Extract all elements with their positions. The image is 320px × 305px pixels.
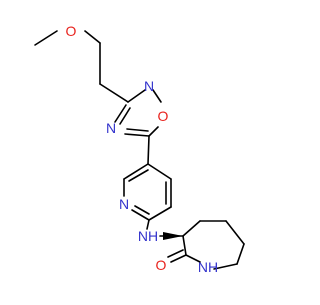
stereo-wedge bbox=[163, 232, 183, 240]
bond-py-c3-c2 bbox=[148, 206, 172, 221]
bond-py-c6-c5 bbox=[123, 163, 149, 180]
bond-lactam-n-carbonyl bbox=[185, 254, 201, 263]
structure-drawing: O N O N N NH O NH bbox=[34, 23, 245, 275]
bond-n4-c3 bbox=[114, 104, 127, 123]
bond-oxadiazole-pyridine bbox=[147, 135, 150, 165]
bond-carbonyl-o bbox=[170, 254, 187, 263]
atom-amine-nh: NH bbox=[138, 228, 158, 244]
bond-ch2-oxadiazole bbox=[99, 83, 129, 103]
bond-pyridine-amine bbox=[146, 219, 150, 230]
atom-oxadiazole-n-top: N bbox=[144, 78, 154, 94]
atom-oxadiazole-oxygen: O bbox=[158, 108, 169, 124]
atom-oxadiazole-n-left: N bbox=[106, 120, 116, 136]
bond-stereo-ch2a bbox=[182, 220, 201, 237]
atom-lactam-nh: NH bbox=[198, 259, 218, 275]
atom-ether-oxygen: O bbox=[66, 23, 77, 39]
bond-ch2c-ch2d bbox=[236, 243, 245, 265]
bond-py-c6-c5-double bbox=[128, 169, 149, 182]
bond-ether-ch2 bbox=[84, 30, 101, 44]
bond-n2-o1 bbox=[152, 89, 162, 103]
atom-carbonyl-oxygen: O bbox=[156, 257, 167, 273]
bond-c5-n4-double bbox=[126, 128, 149, 132]
bond-py-c2-n1 bbox=[131, 209, 150, 221]
bond-py-c2-n1-double bbox=[134, 205, 150, 215]
bond-carbonyl-o-double bbox=[167, 249, 184, 258]
bond-carbonyl-stereo bbox=[182, 235, 187, 256]
bond-py-c5-c4 bbox=[147, 163, 172, 180]
bond-layer bbox=[34, 30, 245, 270]
bond-c3-n2 bbox=[127, 89, 146, 103]
bond-c5-n4 bbox=[124, 133, 150, 137]
atom-pyridine-nitrogen: N bbox=[119, 196, 129, 212]
bond-n4-c3-double bbox=[119, 107, 131, 125]
bond-ch2b-ch2c bbox=[225, 220, 245, 245]
bond-ch2d-lactam-n bbox=[213, 263, 238, 270]
bond-methyl-ether bbox=[34, 30, 58, 46]
atom-label-layer: O N O N N NH O NH bbox=[66, 23, 219, 275]
bond-o1-c5 bbox=[148, 126, 159, 137]
molecule-diagram: O N O N N NH O NH bbox=[34, 23, 245, 275]
